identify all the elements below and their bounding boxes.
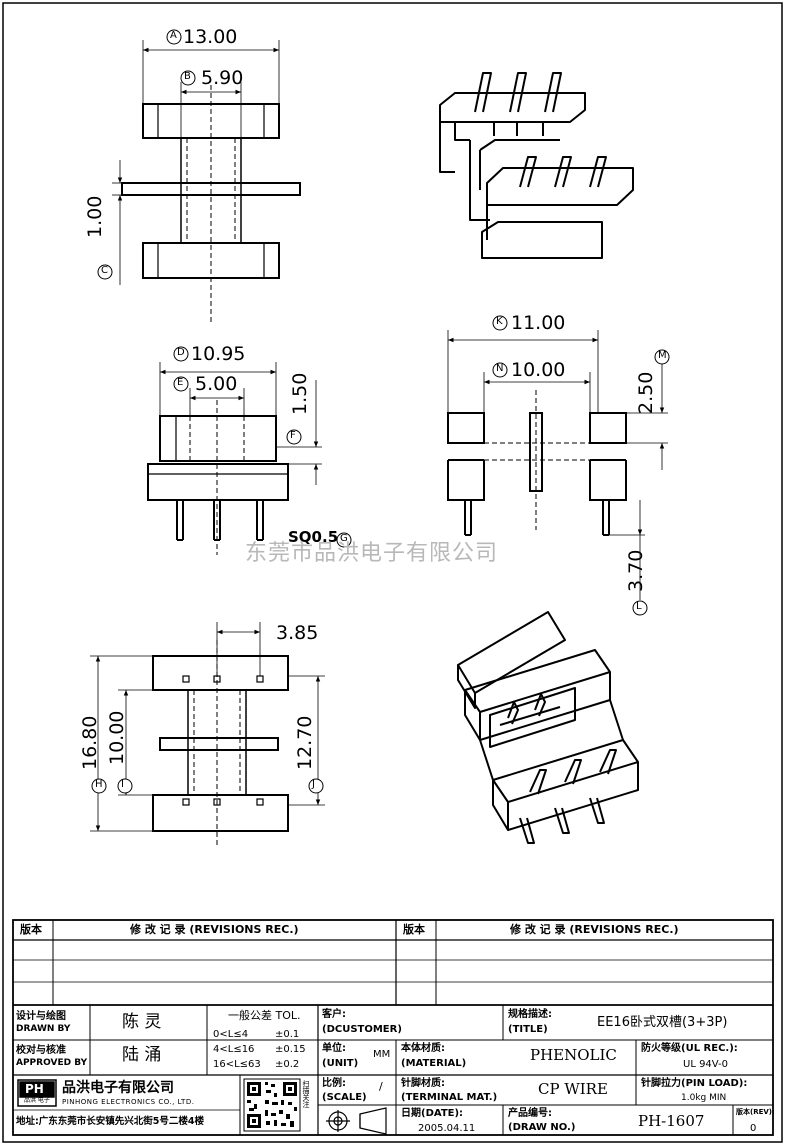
scale-value: / — [379, 1080, 383, 1093]
rev-label: 版本(REV): — [736, 1108, 775, 1116]
dim-E-label: E — [177, 377, 184, 388]
rev-col-version: 版本 — [20, 923, 42, 936]
projection-symbol — [326, 1107, 387, 1135]
title-label-cn: 规格描述: — [508, 1009, 552, 1020]
bottom-left-view — [152, 655, 289, 832]
tol-val-1: ±0.1 — [275, 1029, 300, 1040]
tol-val-3: ±0.2 — [275, 1059, 300, 1070]
dim-K-label: K — [496, 316, 503, 327]
drawno-label-en: (DRAW NO.) — [508, 1122, 576, 1133]
drawno-label-cn: 产品编号: — [508, 1108, 552, 1119]
dim-D-value: 10.95 — [191, 343, 246, 365]
product-title: EE16卧式双槽(3+3P) — [597, 1015, 728, 1030]
terminal-value: CP WIRE — [538, 1080, 608, 1098]
dim-M-label: M — [658, 350, 667, 361]
designer-name: 陈 灵 — [122, 1012, 162, 1032]
approver-name: 陆 涌 — [122, 1045, 162, 1065]
dim-L-label: L — [636, 601, 642, 612]
top-iso-view — [439, 72, 634, 259]
company-address: 地址:广东东莞市长安镇先兴北街5号二楼4楼 — [16, 1116, 205, 1127]
dim-N-value: 10.00 — [511, 359, 566, 381]
material-label-en: (MATERIAL) — [401, 1058, 467, 1069]
title-block-frame — [12, 919, 774, 1136]
terminal-label-en: (TERMINAL MAT.) — [401, 1092, 498, 1103]
dim-J-value: 12.70 — [294, 715, 316, 770]
tol-range-2: 4<L≤16 — [213, 1044, 255, 1055]
approver-label-cn: 校对与核准 — [16, 1045, 66, 1056]
dim-pin-top-value: 3.85 — [276, 622, 319, 644]
scale-label-en: (SCALE) — [322, 1092, 367, 1103]
watermark: 东莞市品洪电子有限公司 — [245, 541, 499, 566]
designer-label-cn: 设计与绘图 — [16, 1011, 66, 1022]
middle-right-hidden — [484, 390, 590, 530]
scale-label-cn: 比例: — [322, 1078, 346, 1089]
middle-right-dims — [447, 330, 668, 600]
dim-A-value: 13.00 — [183, 26, 238, 48]
dim-F-value: 1.50 — [289, 372, 311, 415]
designer-label-en: DRAWN BY — [16, 1024, 71, 1034]
dim-J-label: J — [312, 779, 315, 790]
dim-K-value: 11.00 — [511, 312, 566, 334]
dim-G-label: G — [340, 533, 348, 544]
title-label-en: (TITLE) — [508, 1024, 548, 1035]
dim-L-value: 3.70 — [625, 549, 647, 592]
customer-label-cn: 客户: — [322, 1009, 346, 1020]
qr-caption: 扫描关注 — [302, 1080, 310, 1108]
date-value: 2005.04.11 — [418, 1123, 476, 1134]
dim-I-label: I — [121, 779, 124, 790]
dim-C-value: 1.00 — [84, 195, 106, 238]
logo-box — [17, 1079, 57, 1107]
dim-I-value: 10.00 — [106, 710, 128, 765]
tol-range-3: 16<L≤63 — [213, 1059, 261, 1070]
dim-D-label: D — [177, 347, 185, 358]
material-label-cn: 本体材质: — [401, 1043, 445, 1054]
dim-H-value: 16.80 — [79, 715, 101, 770]
rev-value: 0 — [750, 1123, 757, 1134]
drawno-value: PH-1607 — [638, 1112, 705, 1130]
tolerance-title: 一般公差 TOL. — [228, 1009, 301, 1022]
company-name-cn: 品洪电子有限公司 — [62, 1080, 174, 1096]
dim-F-label: F — [290, 430, 296, 441]
dim-E-value: 5.00 — [195, 373, 238, 395]
tol-range-1: 0<L≤4 — [213, 1029, 249, 1040]
dim-A-label: A — [170, 30, 177, 41]
dim-B-label: B — [184, 71, 191, 82]
middle-right-view — [447, 412, 627, 536]
date-label: 日期(DATE): — [401, 1108, 464, 1119]
middle-left-dims — [159, 362, 322, 485]
rev-col-version-2: 版本 — [403, 923, 425, 936]
qr-code — [243, 1078, 301, 1132]
rev-col-record-2: 修 改 记 录 (REVISIONS REC.) — [510, 923, 679, 936]
fire-label: 防火等级(UL REC.): — [641, 1043, 738, 1054]
dim-N-label: N — [496, 363, 504, 374]
logo-sub: 品洪 电子 — [24, 1097, 50, 1104]
pinload-label: 针脚拉力(PIN LOAD): — [641, 1078, 748, 1089]
unit-value: MM — [373, 1049, 391, 1060]
dim-H-label: H — [95, 779, 103, 790]
dim-B-value: 5.90 — [201, 67, 244, 89]
terminal-label-cn: 针脚材质: — [401, 1078, 445, 1089]
unit-label-en: (UNIT) — [322, 1058, 359, 1069]
top-front-hidden — [186, 85, 236, 325]
pinload-value: 1.0kg MIN — [681, 1093, 727, 1103]
tol-val-2: ±0.15 — [275, 1044, 306, 1055]
dim-M-value: 2.50 — [635, 371, 657, 414]
fire-value: UL 94V-0 — [683, 1059, 729, 1070]
middle-left-view — [147, 415, 289, 541]
approver-label-en: APPROVED BY — [16, 1058, 88, 1068]
logo-mark: PH — [25, 1082, 44, 1096]
dim-G-value: SQ0.5 — [288, 528, 339, 546]
customer-label-en: (DCUSTOMER) — [322, 1024, 402, 1035]
company-name-en: PINHONG ELECTRONICS CO., LTD. — [62, 1098, 195, 1106]
rev-col-record: 修 改 记 录 (REVISIONS REC.) — [130, 923, 299, 936]
dim-C-label: C — [101, 265, 108, 276]
dimension-markers — [91, 29, 670, 794]
middle-left-hidden — [189, 400, 245, 555]
top-front-dims — [112, 40, 280, 285]
material-value: PHENOLIC — [530, 1046, 617, 1064]
unit-label-cn: 单位: — [322, 1043, 346, 1054]
bottom-iso-view — [457, 611, 639, 844]
